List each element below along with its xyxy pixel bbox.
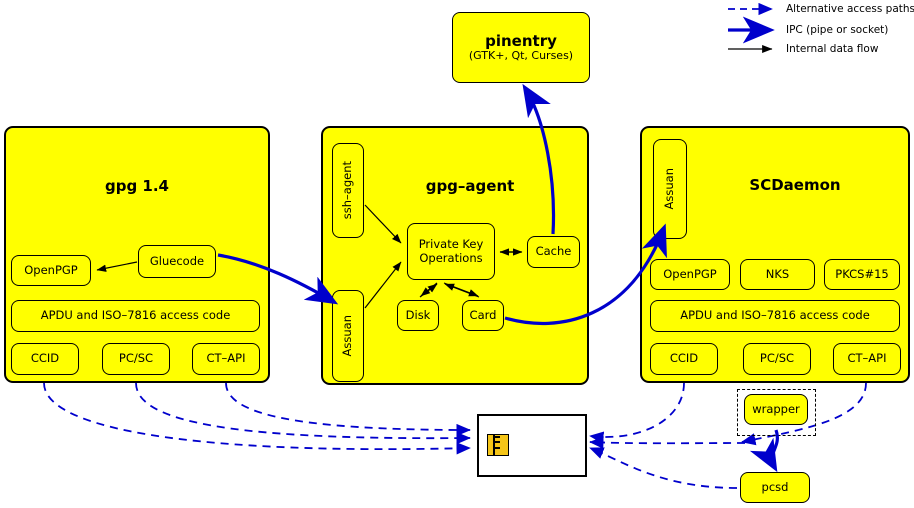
flow-gluecode-to-openpgp [96,261,138,272]
gpgagent-cache-box[interactable]: Cache [527,236,580,268]
gpg-gluecode-label: Gluecode [149,253,205,268]
scdaemon-apdu-box[interactable]: APDU and ISO–7816 access code [650,300,900,332]
gpg-pcsc-label: PC/SC [118,351,154,366]
wrapper-label: wrapper [752,401,800,416]
ipc-cache-to-pinentry [522,83,556,235]
scdaemon-pcsc-box[interactable]: PC/SC [743,343,811,375]
flow-disk-to-pko [419,283,438,298]
ipc-wrapper-to-pcsd [749,429,779,473]
pcsd-box[interactable]: pcsd [740,472,810,503]
legend [728,2,775,54]
gpg-apdu-label: APDU and ISO–7816 access code [40,308,231,323]
scdaemon-ctapi-label: CT–API [847,351,887,366]
pinentry-box[interactable]: pinentry (GTK+, Qt, Curses) [452,12,590,83]
scdaemon-ccid-label: CCID [669,351,699,366]
path-scd-ccid-to-card [589,382,685,444]
gpg-title: gpg 1.4 [104,177,169,195]
gpgagent-ssh-agent-box[interactable]: ssh–agent [332,143,364,238]
scdaemon-pkcs15-label: PKCS#15 [835,266,889,281]
gpgagent-card-label: Card [469,307,497,322]
scdaemon-ccid-box[interactable]: CCID [650,343,718,375]
pko-line-1: Private Key [418,237,484,252]
gpg-ccid-label: CCID [30,351,60,366]
pinentry-title: pinentry [485,31,557,50]
legend-label-ipc: IPC (pipe or socket) [786,24,889,36]
gpg-openpgp-label: OpenPGP [24,262,78,277]
gpgagent-disk-box[interactable]: Disk [397,300,439,331]
gpg-ccid-box[interactable]: CCID [11,343,79,375]
gpg-openpgp-box[interactable]: OpenPGP [11,255,91,286]
gpgagent-private-key-ops-box[interactable]: Private Key Operations [407,223,495,280]
scdaemon-title: SCDaemon [749,176,841,194]
scdaemon-nks-label: NKS [765,266,790,281]
pcsd-label: pcsd [761,479,789,494]
scdaemon-openpgp-box[interactable]: OpenPGP [650,259,730,290]
gpg-apdu-box[interactable]: APDU and ISO–7816 access code [11,300,260,332]
scdaemon-apdu-label: APDU and ISO–7816 access code [680,308,870,323]
internal-dataflow-group [96,204,523,309]
path-gpg-pcsc-to-card [135,382,471,445]
gpg-gluecode-box[interactable]: Gluecode [138,245,216,278]
gpgagent-disk-label: Disk [405,307,431,322]
path-scd-ctapi-to-pcsd [741,382,867,446]
path-wrapper-to-card [589,436,746,449]
path-gpg-ccid-to-card [43,382,471,455]
legend-label-alternative: Alternative access paths [786,3,914,15]
flow-assuan-to-pko [364,261,402,309]
flow-ssh-agent-to-pko [364,204,402,244]
ipc-gluecode-to-agent-assuan [217,253,339,305]
flow-card-to-pko [444,283,480,298]
ipc-group [217,83,779,473]
scdaemon-pkcs15-box[interactable]: PKCS#15 [824,259,900,290]
scdaemon-ctapi-box[interactable]: CT–API [833,343,901,375]
scdaemon-pcsc-label: PC/SC [759,351,795,366]
alternative-access-paths-group [43,382,867,489]
scdaemon-assuan-box[interactable]: Assuan [653,139,687,239]
ipc-card-to-scd-assuan [504,223,667,325]
smartcard-chip-icon [487,434,509,456]
path-gpg-ctapi-to-card [225,382,471,437]
gpgagent-card-box[interactable]: Card [462,300,504,331]
pinentry-subtitle: (GTK+, Qt, Curses) [468,48,574,62]
gpg-ctapi-box[interactable]: CT–API [192,343,260,375]
scdaemon-nks-box[interactable]: NKS [740,259,815,290]
path-pcsd-to-card [589,447,738,489]
gpg-ctapi-label: CT–API [206,351,246,366]
gpg-pcsc-box[interactable]: PC/SC [102,343,170,375]
pko-line-2: Operations [419,250,483,265]
gpgagent-title: gpg–agent [425,177,515,195]
wrapper-box[interactable]: wrapper [744,394,808,425]
gpg-container [4,126,270,383]
gpgagent-assuan-box[interactable]: Assuan [332,290,364,382]
scdaemon-openpgp-label: OpenPGP [663,266,717,281]
legend-label-dataflow: Internal data flow [786,43,879,55]
gpgagent-cache-label: Cache [535,244,572,259]
